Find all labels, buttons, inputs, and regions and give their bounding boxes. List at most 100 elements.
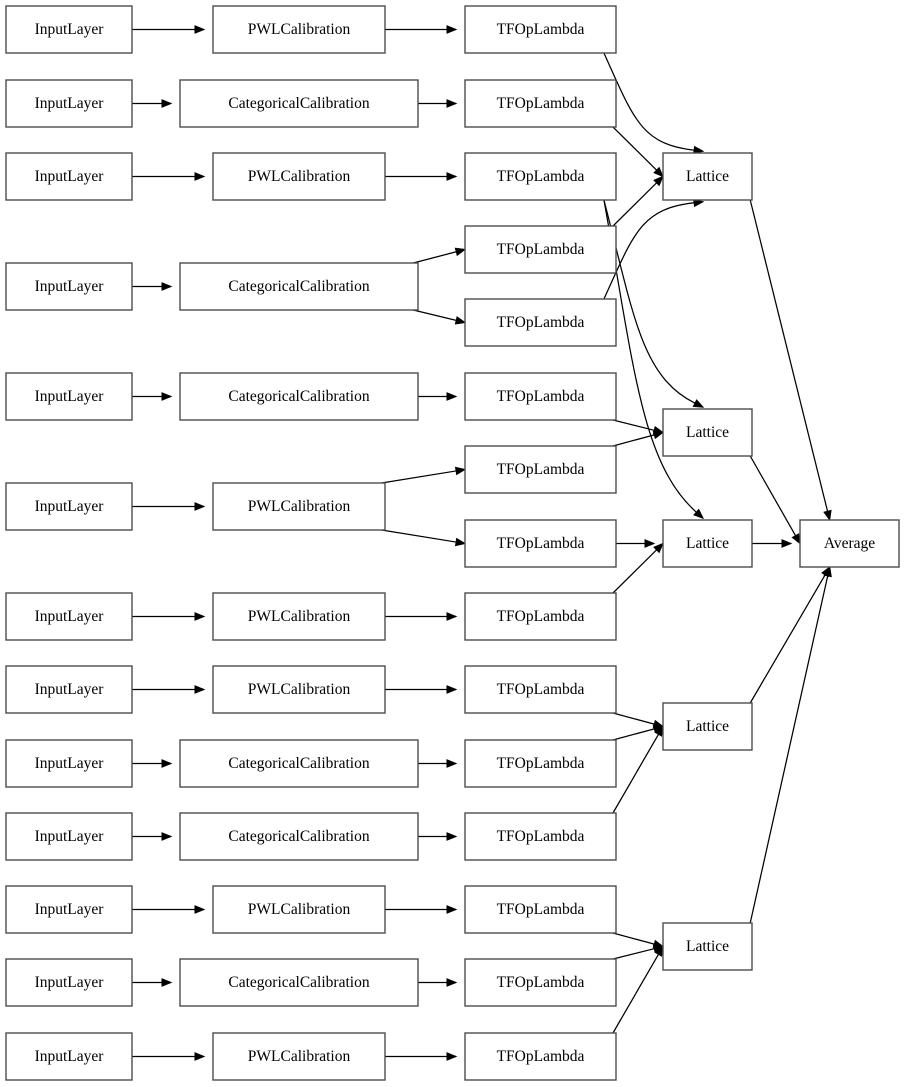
arrowhead-cal3-to-op3	[446, 172, 458, 181]
node-label-in2: InputLayer	[35, 95, 105, 112]
node-input-layer-in2[interactable]: InputLayer	[5, 79, 133, 128]
node-box-lat4	[662, 702, 753, 751]
node-input-layer-in8[interactable]: InputLayer	[5, 665, 133, 714]
node-categorical-calibration-cal10[interactable]: CategoricalCalibration	[179, 812, 419, 861]
edge-cal4-to-op5	[413, 309, 457, 321]
node-box-in10	[5, 812, 133, 861]
arrowhead-cal4-to-op4	[454, 247, 467, 257]
node-label-op8: TFOpLambda	[497, 535, 585, 552]
arrowhead-cal1-to-op1	[446, 25, 458, 34]
node-tf-op-lambda-op11[interactable]: TFOpLambda	[464, 739, 617, 788]
edge-lat5-to-avg	[749, 575, 829, 924]
node-box-in6	[5, 482, 133, 531]
node-tf-op-lambda-op9[interactable]: TFOpLambda	[464, 592, 617, 641]
node-tf-op-lambda-op3[interactable]: TFOpLambda	[464, 152, 617, 201]
node-box-cal11	[212, 885, 386, 934]
edge-op13-to-lat5	[612, 932, 655, 945]
node-tf-op-lambda-op8[interactable]: TFOpLambda	[464, 519, 617, 568]
node-box-in11	[5, 885, 133, 934]
arrowhead-cal5-to-op6	[446, 392, 458, 401]
edge-op14-to-lat5	[612, 948, 655, 960]
node-pwl-calibration-cal7[interactable]: PWLCalibration	[212, 592, 386, 641]
node-label-in12: InputLayer	[35, 974, 105, 991]
node-tf-op-lambda-op6[interactable]: TFOpLambda	[464, 372, 617, 421]
node-label-cal3: PWLCalibration	[248, 168, 351, 185]
node-input-layer-in7[interactable]: InputLayer	[5, 592, 133, 641]
node-box-cal5	[179, 372, 419, 421]
node-tf-op-lambda-op4[interactable]: TFOpLambda	[464, 225, 617, 274]
node-input-layer-in3[interactable]: InputLayer	[5, 152, 133, 201]
edge-op4-to-lat1	[612, 182, 658, 227]
node-tf-op-lambda-op12[interactable]: TFOpLambda	[464, 812, 617, 861]
node-lattice-lat4[interactable]: Lattice	[662, 702, 753, 751]
node-input-layer-in4[interactable]: InputLayer	[5, 262, 133, 311]
node-pwl-calibration-cal13[interactable]: PWLCalibration	[212, 1032, 386, 1081]
node-tf-op-lambda-op15[interactable]: TFOpLambda	[464, 1032, 617, 1081]
arrowhead-lat1-to-avg	[823, 509, 832, 522]
node-label-op9: TFOpLambda	[497, 608, 585, 625]
edge-op5-to-lat1	[603, 202, 695, 300]
node-box-cal4	[179, 262, 419, 311]
node-tf-op-lambda-op7[interactable]: TFOpLambda	[464, 445, 617, 494]
edge-layer	[132, 25, 832, 1061]
node-input-layer-in12[interactable]: InputLayer	[5, 958, 133, 1007]
node-pwl-calibration-cal8[interactable]: PWLCalibration	[212, 665, 386, 714]
edge-op6-to-lat2	[612, 419, 655, 431]
node-tf-op-lambda-op2[interactable]: TFOpLambda	[464, 79, 617, 128]
node-tf-op-lambda-op14[interactable]: TFOpLambda	[464, 958, 617, 1007]
node-categorical-calibration-cal12[interactable]: CategoricalCalibration	[179, 958, 419, 1007]
node-lattice-lat2[interactable]: Lattice	[662, 408, 753, 457]
node-average-avg[interactable]: Average	[799, 519, 900, 568]
node-input-layer-in11[interactable]: InputLayer	[5, 885, 133, 934]
node-tf-op-lambda-op1[interactable]: TFOpLambda	[464, 5, 617, 54]
node-label-in7: InputLayer	[35, 608, 105, 625]
node-lattice-lat3[interactable]: Lattice	[662, 519, 753, 568]
arrowhead-cal8-to-op10	[446, 685, 458, 694]
arrowhead-lat5-to-avg	[823, 565, 832, 578]
edge-op3-to-lat2	[603, 199, 696, 404]
arrowhead-cal10-to-op12	[446, 832, 458, 841]
node-box-op4	[464, 225, 617, 274]
node-lattice-lat1[interactable]: Lattice	[662, 152, 753, 201]
node-pwl-calibration-cal11[interactable]: PWLCalibration	[212, 885, 386, 934]
arrowhead-cal2-to-op2	[446, 99, 458, 108]
node-categorical-calibration-cal9[interactable]: CategoricalCalibration	[179, 739, 419, 788]
node-box-cal3	[212, 152, 386, 201]
node-pwl-calibration-cal6[interactable]: PWLCalibration	[212, 482, 386, 531]
node-label-cal9: CategoricalCalibration	[228, 755, 369, 772]
node-input-layer-in13[interactable]: InputLayer	[5, 1032, 133, 1081]
arrowhead-in8-to-cal8	[194, 685, 206, 694]
edge-cal6-to-op7	[381, 470, 457, 484]
node-input-layer-in6[interactable]: InputLayer	[5, 482, 133, 531]
node-lattice-lat5[interactable]: Lattice	[662, 922, 753, 971]
node-tf-op-lambda-op10[interactable]: TFOpLambda	[464, 665, 617, 714]
node-pwl-calibration-cal1[interactable]: PWLCalibration	[212, 5, 386, 54]
node-layer: InputLayerInputLayerInputLayerInputLayer…	[5, 5, 900, 1081]
node-input-layer-in5[interactable]: InputLayer	[5, 372, 133, 421]
arrowhead-cal11-to-op13	[446, 905, 458, 914]
node-input-layer-in1[interactable]: InputLayer	[5, 5, 133, 54]
arrowhead-op9-to-lat3	[653, 542, 664, 554]
node-box-in3	[5, 152, 133, 201]
node-label-lat3: Lattice	[686, 535, 729, 552]
node-box-op5	[464, 298, 617, 347]
arrowhead-op3-to-lat2	[692, 399, 705, 408]
node-label-op1: TFOpLambda	[497, 21, 585, 38]
node-box-in2	[5, 79, 133, 128]
node-categorical-calibration-cal2[interactable]: CategoricalCalibration	[179, 79, 419, 128]
node-label-cal13: PWLCalibration	[248, 1048, 351, 1065]
arrowhead-in13-to-cal13	[194, 1052, 206, 1061]
node-categorical-calibration-cal5[interactable]: CategoricalCalibration	[179, 372, 419, 421]
arrowhead-in11-to-cal11	[194, 905, 206, 914]
node-label-cal10: CategoricalCalibration	[228, 828, 369, 845]
node-input-layer-in10[interactable]: InputLayer	[5, 812, 133, 861]
node-tf-op-lambda-op13[interactable]: TFOpLambda	[464, 885, 617, 934]
edge-lat4-to-avg	[749, 574, 826, 704]
node-input-layer-in9[interactable]: InputLayer	[5, 739, 133, 788]
node-pwl-calibration-cal3[interactable]: PWLCalibration	[212, 152, 386, 201]
node-box-in1	[5, 5, 133, 54]
node-categorical-calibration-cal4[interactable]: CategoricalCalibration	[179, 262, 419, 311]
node-box-cal13	[212, 1032, 386, 1081]
node-tf-op-lambda-op5[interactable]: TFOpLambda	[464, 298, 617, 347]
